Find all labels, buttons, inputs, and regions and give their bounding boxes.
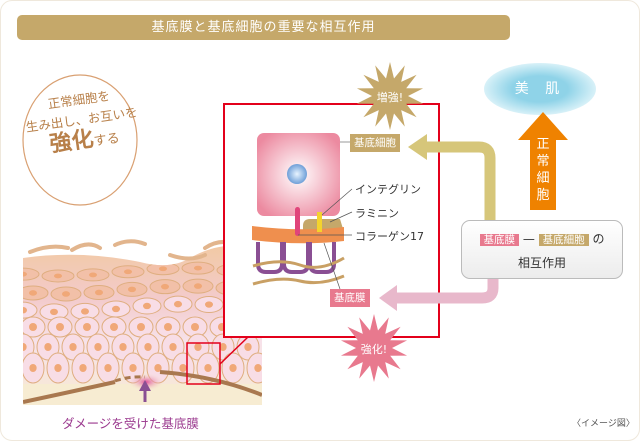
beautiful-skin-label: 美 肌: [514, 81, 566, 97]
vchar: 正: [536, 137, 550, 152]
skin-cell: [23, 333, 35, 361]
burst-bottom-label: 強化!: [360, 343, 388, 356]
integrin-callout: インテグリン: [355, 183, 421, 196]
skin-cell-nucleus: [29, 364, 37, 372]
skin-cell-nucleus: [143, 302, 151, 310]
basal-cell-label: 基底細胞: [350, 134, 400, 152]
skin-cell-nucleus: [244, 343, 252, 351]
basement-membrane-damaged: [114, 375, 146, 383]
skin-cell-nucleus: [191, 323, 199, 331]
image-note: 〈イメージ図〉: [572, 419, 635, 429]
skin-cell-nucleus: [23, 306, 27, 314]
skin-cell-nucleus: [56, 323, 64, 331]
integrin-marker: [317, 212, 322, 232]
vchar: 胞: [536, 188, 550, 203]
circle-suffix: する: [92, 130, 121, 150]
skin-cell-nucleus: [219, 343, 227, 351]
skin-cell-nucleus: [54, 273, 62, 279]
vchar: 常: [536, 154, 550, 169]
skin-cell-nucleus: [79, 364, 87, 372]
skin-cell-nucleus: [112, 305, 120, 313]
skin-cell-nucleus: [50, 308, 58, 316]
skin-cell-nucleus: [110, 323, 118, 331]
skin-cell-nucleus: [144, 343, 152, 351]
skin-cell-nucleus: [29, 323, 37, 331]
skin-cell-nucleus: [129, 364, 137, 372]
collagen17-marker: [295, 207, 300, 236]
skin-cell-nucleus: [204, 364, 212, 372]
skin-cell-nucleus: [205, 301, 213, 308]
vchar: 細: [536, 171, 550, 186]
skin-cell: [23, 267, 40, 281]
skin-cell-nucleus: [179, 364, 187, 372]
skin-cell-nucleus: [154, 364, 162, 372]
skin-cell-nucleus: [94, 343, 102, 351]
burst-top-label: 増強!: [376, 91, 404, 104]
skin-cell-nucleus: [159, 266, 167, 272]
skin-cell-nucleus: [137, 323, 145, 331]
skin-cell-nucleus: [174, 300, 182, 308]
info-dash: —: [522, 232, 535, 246]
skin-cell-nucleus: [164, 323, 172, 331]
title-bar: 基底膜と基底細胞の重要な相互作用: [17, 15, 510, 40]
skin-cell-nucleus: [29, 290, 37, 296]
info-membrane: 基底膜: [479, 234, 519, 246]
interaction-box: 基底膜 — 基底細胞 の 相互作用: [461, 220, 623, 279]
skin-cell-nucleus: [54, 364, 62, 372]
skin-cell-nucleus: [104, 364, 112, 372]
collagen17-callout: コラーゲン17: [355, 230, 424, 243]
skin-cell: [23, 301, 38, 319]
skin-cell-nucleus: [119, 343, 127, 351]
pink-arrow: [395, 277, 499, 304]
cell-nucleus: [287, 164, 307, 184]
skin-cell-nucleus: [194, 343, 202, 351]
circle-emphasis: 強化: [48, 125, 96, 158]
beautiful-skin-cloud: [484, 63, 596, 115]
skin-cell-nucleus: [62, 291, 70, 297]
skin-cell-nucleus: [169, 343, 177, 351]
message-circle: [22, 74, 138, 206]
skin-cell-nucleus: [254, 364, 262, 372]
skin-cell-nucleus: [128, 286, 136, 293]
collagen-fibers: [252, 256, 345, 286]
skin-cell-nucleus: [69, 343, 77, 351]
enhance-burst: [356, 62, 424, 130]
gold-arrow: [425, 141, 496, 220]
normal-cells-arrow: [518, 112, 568, 210]
skin-cell-nucleus: [194, 265, 202, 271]
skin-cell-nucleus: [229, 364, 237, 372]
skin-cell-nucleus: [83, 323, 91, 331]
skin-illustration: [23, 245, 262, 405]
strengthen-burst: [340, 314, 408, 382]
basement-membrane-label: 基底膜: [330, 289, 370, 307]
skin-cell-nucleus: [89, 272, 97, 278]
basement-membrane-left: [23, 380, 116, 404]
skin-cell-nucleus: [81, 308, 89, 315]
basement-membrane-right: [159, 370, 262, 397]
damaged-membrane-label: ダメージを受けた基底膜: [62, 416, 199, 431]
laminin-callout: ラミニン: [355, 207, 399, 220]
skin-cell-nucleus: [44, 343, 52, 351]
skin-cell-nucleus: [23, 343, 27, 351]
info-line2: 相互作用: [517, 256, 566, 270]
skin-cell-nucleus: [161, 283, 169, 290]
skin-cell-nucleus: [194, 283, 202, 289]
info-particle: の: [592, 232, 605, 246]
skin-cell-nucleus: [95, 289, 103, 296]
normal-cells-label: 正 常 細 胞: [524, 136, 562, 204]
damage-arrow-head: [139, 380, 151, 391]
skin-cell-nucleus: [124, 269, 132, 275]
info-cell: 基底細胞: [538, 234, 589, 246]
skin-cell-nucleus: [23, 271, 27, 277]
